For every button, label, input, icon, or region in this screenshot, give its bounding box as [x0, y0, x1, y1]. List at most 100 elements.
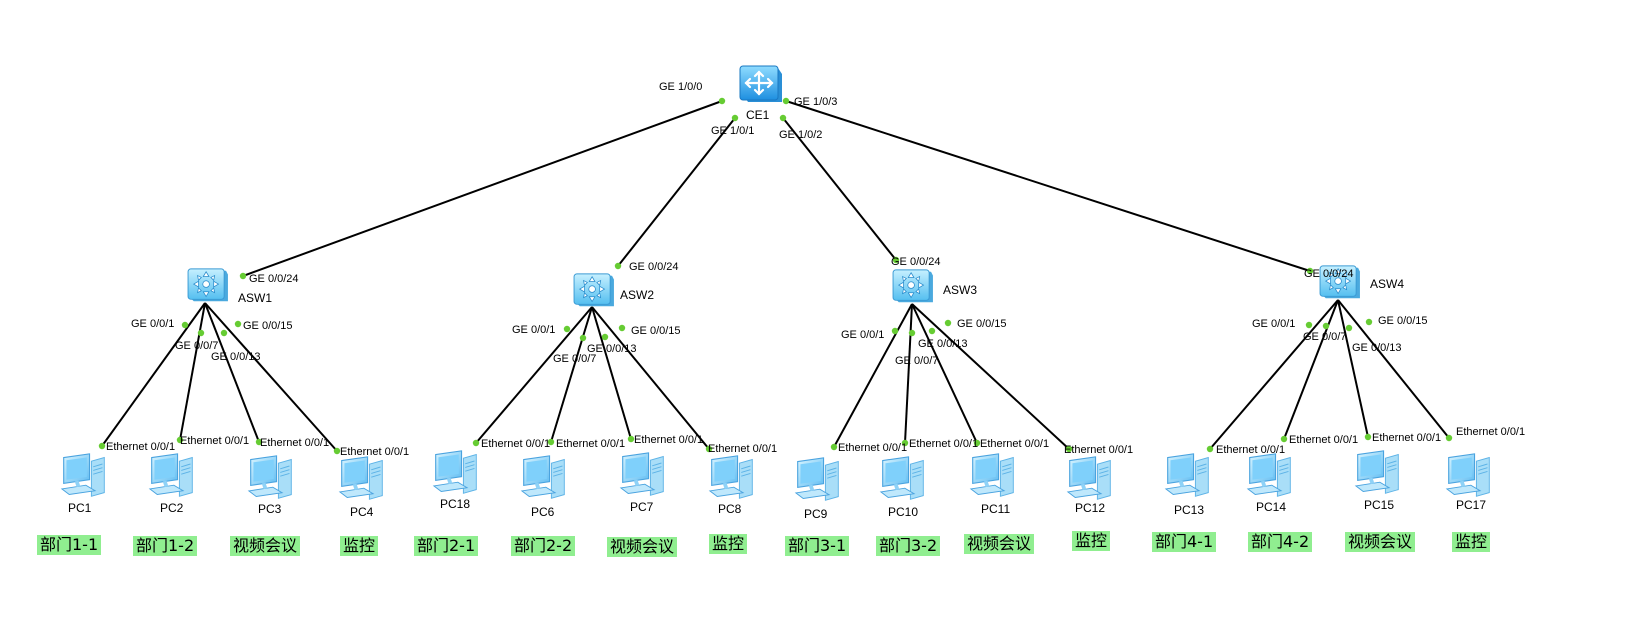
vlan-tag: 部门4-1: [1152, 532, 1217, 552]
port-dot: [1365, 318, 1373, 326]
port-dot: [181, 321, 189, 329]
downlink-port-label: GE 0/0/15: [957, 318, 1007, 330]
vlan-tag: 部门2-2: [511, 536, 576, 556]
pc-name: PC12: [1075, 501, 1106, 515]
downlink-port-label: GE 0/0/15: [1378, 315, 1428, 327]
pc-icon[interactable]: [1247, 453, 1291, 497]
downlink-port-label: GE 0/0/7: [553, 353, 597, 365]
port-dot: [973, 439, 981, 447]
pc-name: PC13: [1174, 503, 1205, 517]
port-dot: [98, 442, 106, 450]
port-dot: [908, 329, 916, 337]
vlan-tag: 部门3-1: [785, 536, 850, 556]
uplink-asw2: [617, 117, 736, 267]
vlan-tag: 视频会议: [1345, 532, 1416, 552]
pc-port-label: Ethernet 0/0/1: [980, 438, 1050, 450]
core-switch-icon[interactable]: [738, 64, 784, 104]
pc-name: PC9: [804, 507, 828, 521]
pc-icon[interactable]: [1067, 456, 1111, 500]
port-dot: [891, 327, 899, 335]
port-dot: [239, 272, 247, 280]
pc-name: PC1: [68, 501, 92, 515]
port-dot: [1445, 434, 1453, 442]
core-switch-name: CE1: [746, 108, 770, 122]
pc-icon[interactable]: [620, 452, 664, 496]
pc-name: PC2: [160, 501, 184, 515]
downlink: [591, 306, 632, 440]
pc-name: PC15: [1364, 498, 1395, 512]
pc-icon[interactable]: [1355, 450, 1399, 494]
pc-icon[interactable]: [1446, 453, 1490, 497]
uplink-port-label: GE 0/0/24: [249, 273, 299, 285]
pc-icon[interactable]: [433, 450, 477, 494]
uplink-port-label: GE 0/0/24: [629, 261, 679, 273]
vlan-tag: 视频会议: [230, 536, 301, 556]
pc-name: PC6: [531, 505, 555, 519]
downlink: [101, 302, 206, 447]
uplink-port-label: GE 0/0/24: [1304, 268, 1354, 280]
port-dot: [234, 320, 242, 328]
downlink: [550, 306, 593, 443]
pc-port-label: Ethernet 0/0/1: [1456, 426, 1526, 438]
port-dot: [718, 97, 726, 105]
pc-name: PC14: [1256, 500, 1287, 514]
downlink-port-label: GE 0/0/1: [512, 324, 556, 336]
downlink: [911, 303, 1070, 450]
downlink: [204, 302, 260, 443]
pc-icon[interactable]: [970, 453, 1014, 497]
vlan-tag: 监控: [340, 536, 379, 556]
downlink-port-label: GE 0/0/13: [918, 338, 968, 350]
access-switch-icon[interactable]: [187, 268, 229, 302]
downlink: [179, 302, 206, 441]
port-dot: [1206, 445, 1214, 453]
downlink: [904, 303, 913, 444]
vlan-tag: 视频会议: [964, 534, 1035, 554]
vlan-tag: 部门1-1: [37, 535, 102, 555]
port-dot: [333, 447, 341, 455]
pc-icon[interactable]: [248, 455, 292, 499]
switch-name: ASW1: [238, 291, 273, 305]
vlan-tag: 监控: [1072, 531, 1111, 551]
vlan-tag: 部门2-1: [414, 536, 479, 556]
port-dot: [1305, 321, 1313, 329]
pc-port-label: Ethernet 0/0/1: [909, 438, 979, 450]
pc-port-label: Ethernet 0/0/1: [106, 441, 176, 453]
pc-icon[interactable]: [61, 453, 105, 497]
pc-port-label: Ethernet 0/0/1: [481, 438, 551, 450]
pc-port-label: Ethernet 0/0/1: [1372, 432, 1442, 444]
downlink-port-label: GE 0/0/13: [1352, 342, 1402, 354]
port-dot: [731, 114, 739, 122]
pc-icon[interactable]: [795, 457, 839, 501]
downlink: [1337, 299, 1450, 439]
port-dot: [779, 114, 787, 122]
pc-name: PC8: [718, 502, 742, 516]
downlink: [833, 303, 913, 448]
switch-name: ASW2: [620, 288, 655, 302]
port-dot: [614, 262, 622, 270]
port-dot: [901, 439, 909, 447]
port-dot: [705, 445, 713, 453]
access-switch-icon[interactable]: [573, 273, 615, 307]
downlink-port-label: GE 0/0/15: [243, 320, 293, 332]
pc-icon[interactable]: [339, 456, 383, 500]
pc-name: PC3: [258, 502, 282, 516]
pc-icon[interactable]: [1165, 453, 1209, 497]
downlink: [1209, 299, 1339, 450]
pc-icon[interactable]: [149, 453, 193, 497]
core-port-label: GE 1/0/3: [794, 96, 838, 108]
pc-port-label: Ethernet 0/0/1: [1216, 444, 1286, 456]
downlink: [1337, 299, 1369, 438]
downlink-port-label: GE 0/0/15: [631, 325, 681, 337]
port-dot: [782, 97, 790, 105]
access-switch-icon[interactable]: [892, 269, 934, 303]
port-dot: [255, 438, 263, 446]
vlan-tag: 部门3-2: [876, 536, 941, 556]
pc-icon[interactable]: [709, 455, 753, 499]
pc-name: PC18: [440, 497, 471, 511]
downlink: [911, 303, 978, 444]
pc-icon[interactable]: [521, 455, 565, 499]
pc-icon[interactable]: [880, 456, 924, 500]
port-dot: [197, 329, 205, 337]
downlink-port-label: GE 0/0/1: [1252, 318, 1296, 330]
